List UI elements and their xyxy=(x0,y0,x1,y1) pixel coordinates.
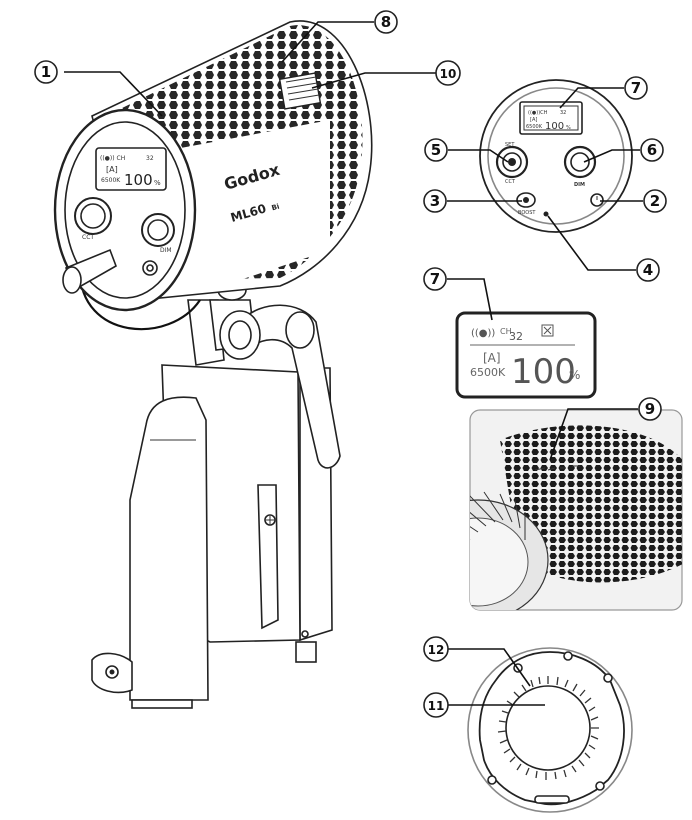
svg-text:%: % xyxy=(154,179,161,187)
svg-text:11: 11 xyxy=(428,699,445,713)
callout-11: 11 xyxy=(423,692,449,718)
leader-lines xyxy=(64,21,643,706)
callout-12: 12 xyxy=(423,636,449,662)
lcd-fan-icon xyxy=(541,324,554,337)
svg-text:5: 5 xyxy=(431,141,441,159)
lcd-mode: [A] xyxy=(483,351,501,365)
svg-text:3: 3 xyxy=(430,192,440,210)
svg-text:4: 4 xyxy=(643,261,653,279)
svg-text:%: % xyxy=(566,125,571,131)
svg-text:100: 100 xyxy=(124,171,153,189)
svg-text:1: 1 xyxy=(41,63,51,81)
panel-knob-left-top: SET xyxy=(505,142,515,148)
bottom-mount xyxy=(467,647,633,813)
callout-6: 6 xyxy=(640,138,664,162)
handle-grip xyxy=(91,364,333,709)
callout-8: 8 xyxy=(374,10,398,34)
lens-mount-center xyxy=(505,685,591,771)
svg-text:100: 100 xyxy=(545,121,564,132)
svg-text:((●)) CH: ((●)) CH xyxy=(100,155,125,162)
svg-text:2: 2 xyxy=(650,192,660,210)
svg-text:9: 9 xyxy=(645,400,655,418)
panel-knob-left-bottom: CCT xyxy=(505,179,516,185)
callout-2: 2 xyxy=(643,189,667,213)
panel-indicator xyxy=(543,211,549,217)
main-knob-cct xyxy=(74,197,112,235)
callout-7a: 7 xyxy=(624,76,648,100)
callout-7b: 7 xyxy=(423,267,447,291)
callout-9: 9 xyxy=(638,397,662,421)
callout-10: 10 xyxy=(435,60,461,86)
lcd-closeup: ((●)) CH 32 [A] 6500K 100 % xyxy=(455,311,597,399)
callout-4: 4 xyxy=(636,258,660,282)
main-knob-dim xyxy=(141,213,175,247)
panel-knob-right xyxy=(563,145,597,179)
svg-text:7: 7 xyxy=(631,79,641,97)
lcd-brightness: 100 xyxy=(511,352,576,392)
main-knob-cct-label: CCT xyxy=(82,234,94,241)
callout-1: 1 xyxy=(34,60,58,84)
callout-3: 3 xyxy=(423,189,447,213)
svg-text:12: 12 xyxy=(428,643,445,657)
svg-text:10: 10 xyxy=(440,67,457,81)
callout-5: 5 xyxy=(424,138,448,162)
panel-knob-left xyxy=(495,145,529,179)
front-panel-main: ((●)) CH 32 [A] 6500K 100 % CCT DIM xyxy=(62,147,175,294)
svg-text:6: 6 xyxy=(647,141,657,159)
svg-text:8: 8 xyxy=(381,13,391,31)
mount-teeth xyxy=(497,676,599,780)
lcd-channel: 32 xyxy=(509,330,523,343)
vent-window xyxy=(278,72,322,110)
panel-lcd xyxy=(519,101,583,135)
svg-text:[A]: [A] xyxy=(106,165,118,174)
lcd-unit: % xyxy=(569,368,580,382)
main-light-illustration: Godox ML60 Bi ((●)) CH 32 [A] 6500K 100 … xyxy=(53,20,373,709)
lcd-channel-prefix: CH xyxy=(500,327,512,336)
lcd-cct: 6500K xyxy=(470,366,506,379)
panel-boost-label: BOOST xyxy=(518,210,536,216)
main-lcd xyxy=(95,147,167,191)
svg-text:32: 32 xyxy=(560,110,566,116)
svg-text:((●))CH: ((●))CH xyxy=(528,110,548,116)
model-suffix: Bi xyxy=(271,203,281,213)
svg-text:((●)): ((●)) xyxy=(471,328,495,339)
svg-text:6500K: 6500K xyxy=(101,177,121,184)
panel-knob-right-label: DIM xyxy=(574,182,585,188)
control-panel-closeup: ((●))CH 32 [A] 6500K 100 % SET CCT DIM B… xyxy=(479,79,633,233)
svg-text:32: 32 xyxy=(146,155,154,162)
svg-text:[A]: [A] xyxy=(530,117,537,123)
svg-text:6500K: 6500K xyxy=(526,124,543,130)
main-knob-dim-label: DIM xyxy=(160,247,172,254)
svg-text:7: 7 xyxy=(430,270,440,288)
vent-detail-closeup xyxy=(469,409,683,611)
